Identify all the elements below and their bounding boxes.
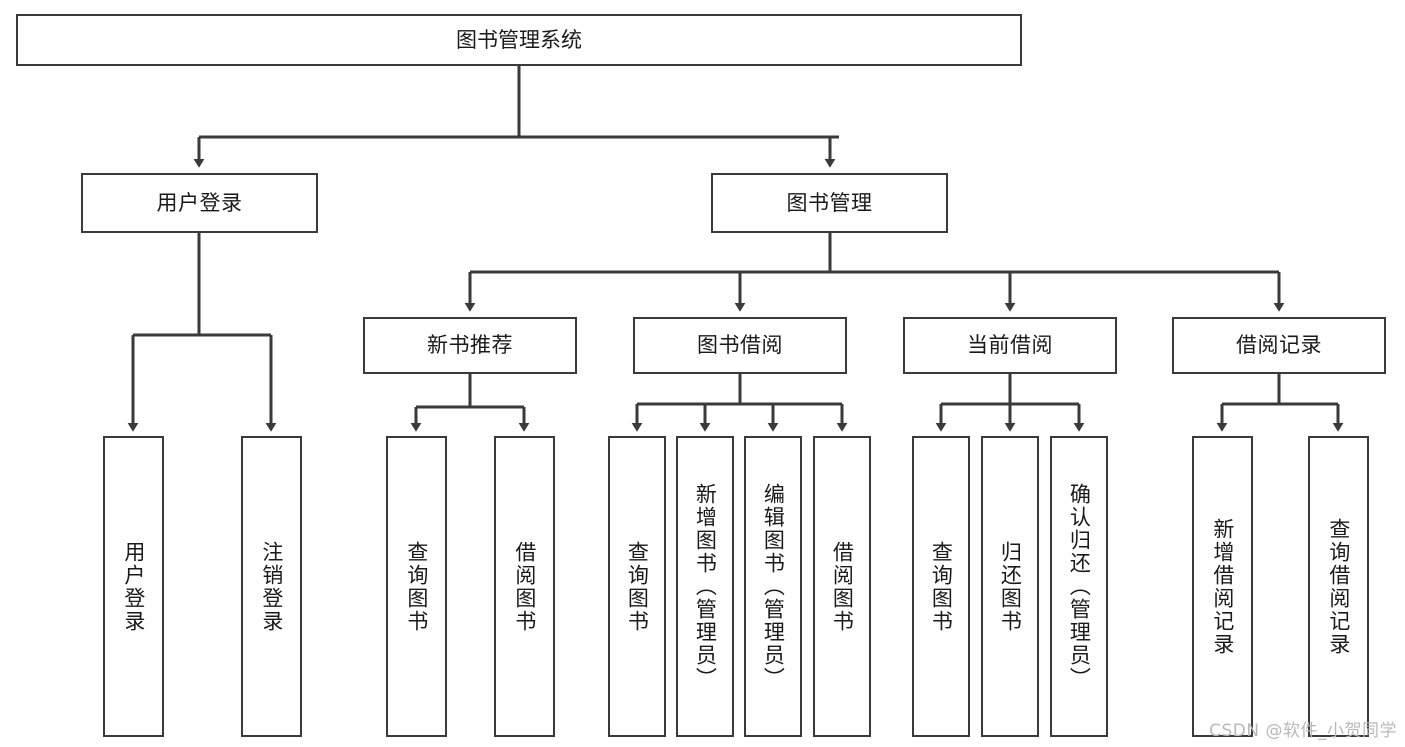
leaf-label: 查询图书: [404, 540, 429, 633]
leaf-query-books-current[interactable]: 查询图书: [912, 436, 970, 737]
node-new-book-recommendation[interactable]: 新书推荐: [363, 317, 577, 374]
leaf-label: 新增图书（管理员）: [693, 483, 718, 690]
leaf-logout[interactable]: 注销登录: [241, 436, 302, 737]
leaf-label: 用户登录: [121, 540, 146, 633]
leaf-query-books-borrow[interactable]: 查询图书: [608, 436, 666, 737]
leaf-label: 查询图书: [625, 540, 650, 633]
leaf-query-borrow-record[interactable]: 查询借阅记录: [1308, 436, 1369, 737]
node-book-borrowing[interactable]: 图书借阅: [633, 317, 847, 374]
leaf-add-book-admin[interactable]: 新增图书（管理员）: [676, 436, 734, 737]
leaf-label: 编辑图书（管理员）: [761, 483, 786, 690]
node-book-management[interactable]: 图书管理: [711, 173, 948, 233]
leaf-borrow-books-new[interactable]: 借阅图书: [494, 436, 555, 737]
leaf-label: 借阅图书: [830, 540, 855, 633]
csdn-watermark: CSDN @软件_小贺同学: [1209, 721, 1397, 741]
leaf-label: 确认归还（管理员）: [1067, 483, 1092, 690]
leaf-label: 查询图书: [929, 540, 954, 633]
leaf-label: 查询借阅记录: [1326, 517, 1351, 656]
node-current-borrowing[interactable]: 当前借阅: [903, 317, 1117, 374]
leaf-label: 注销登录: [259, 540, 284, 633]
leaf-label: 借阅图书: [512, 540, 537, 633]
node-borrowing-records[interactable]: 借阅记录: [1172, 317, 1386, 374]
leaf-edit-book-admin[interactable]: 编辑图书（管理员）: [744, 436, 802, 737]
leaf-user-login[interactable]: 用户登录: [103, 436, 164, 737]
leaf-add-borrow-record[interactable]: 新增借阅记录: [1192, 436, 1253, 737]
leaf-label: 归还图书: [998, 540, 1023, 633]
leaf-borrow-books[interactable]: 借阅图书: [813, 436, 871, 737]
node-user-login[interactable]: 用户登录: [81, 173, 318, 233]
node-root-system[interactable]: 图书管理系统: [16, 14, 1022, 66]
leaf-query-books-new[interactable]: 查询图书: [386, 436, 447, 737]
leaf-return-books[interactable]: 归还图书: [981, 436, 1039, 737]
leaf-label: 新增借阅记录: [1210, 517, 1235, 656]
leaf-confirm-return-admin[interactable]: 确认归还（管理员）: [1050, 436, 1108, 737]
